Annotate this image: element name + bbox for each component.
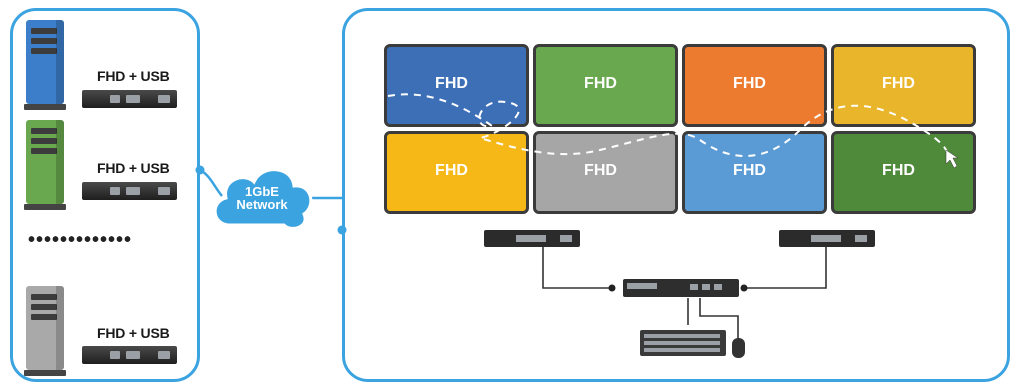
video-wall-tile: FHD	[682, 44, 827, 127]
network-cloud-icon	[213, 168, 313, 230]
kvm-extender-icon	[82, 346, 177, 364]
video-wall-tile: FHD	[831, 131, 976, 214]
control-cables	[542, 247, 827, 338]
network-label: 1GbE Network	[236, 184, 288, 212]
right-panel-node	[337, 225, 347, 235]
computer-tower-icon	[24, 20, 66, 110]
kvm-extender-icon	[82, 182, 177, 200]
video-wall-tile: FHD	[533, 44, 678, 127]
computer-tower-icon	[24, 286, 66, 376]
source-computers-panel	[10, 8, 200, 382]
video-wall-panel	[342, 8, 1010, 382]
video-wall-tile: FHD	[533, 131, 678, 214]
keyboard-icon	[640, 330, 726, 356]
video-wall-tile: FHD	[384, 131, 529, 214]
kvm-receiver-icon	[484, 230, 580, 247]
kvm-switch-icon	[623, 279, 739, 297]
mouse-icon	[732, 338, 745, 358]
station-2-label: FHD + USB	[97, 160, 170, 176]
video-wall-tile: FHD	[831, 44, 976, 127]
computer-tower-icon	[24, 120, 66, 210]
left-panel-node	[195, 165, 205, 175]
station-3-label: FHD + USB	[97, 325, 170, 341]
kvm-extender-icon	[82, 90, 177, 108]
mouse-path	[387, 93, 950, 161]
station-1-label: FHD + USB	[97, 68, 170, 84]
video-wall-tile: FHD	[384, 44, 529, 127]
cursor-icon	[945, 149, 959, 169]
video-wall-tile: FHD	[682, 131, 827, 214]
kvm-receiver-icon	[779, 230, 875, 247]
